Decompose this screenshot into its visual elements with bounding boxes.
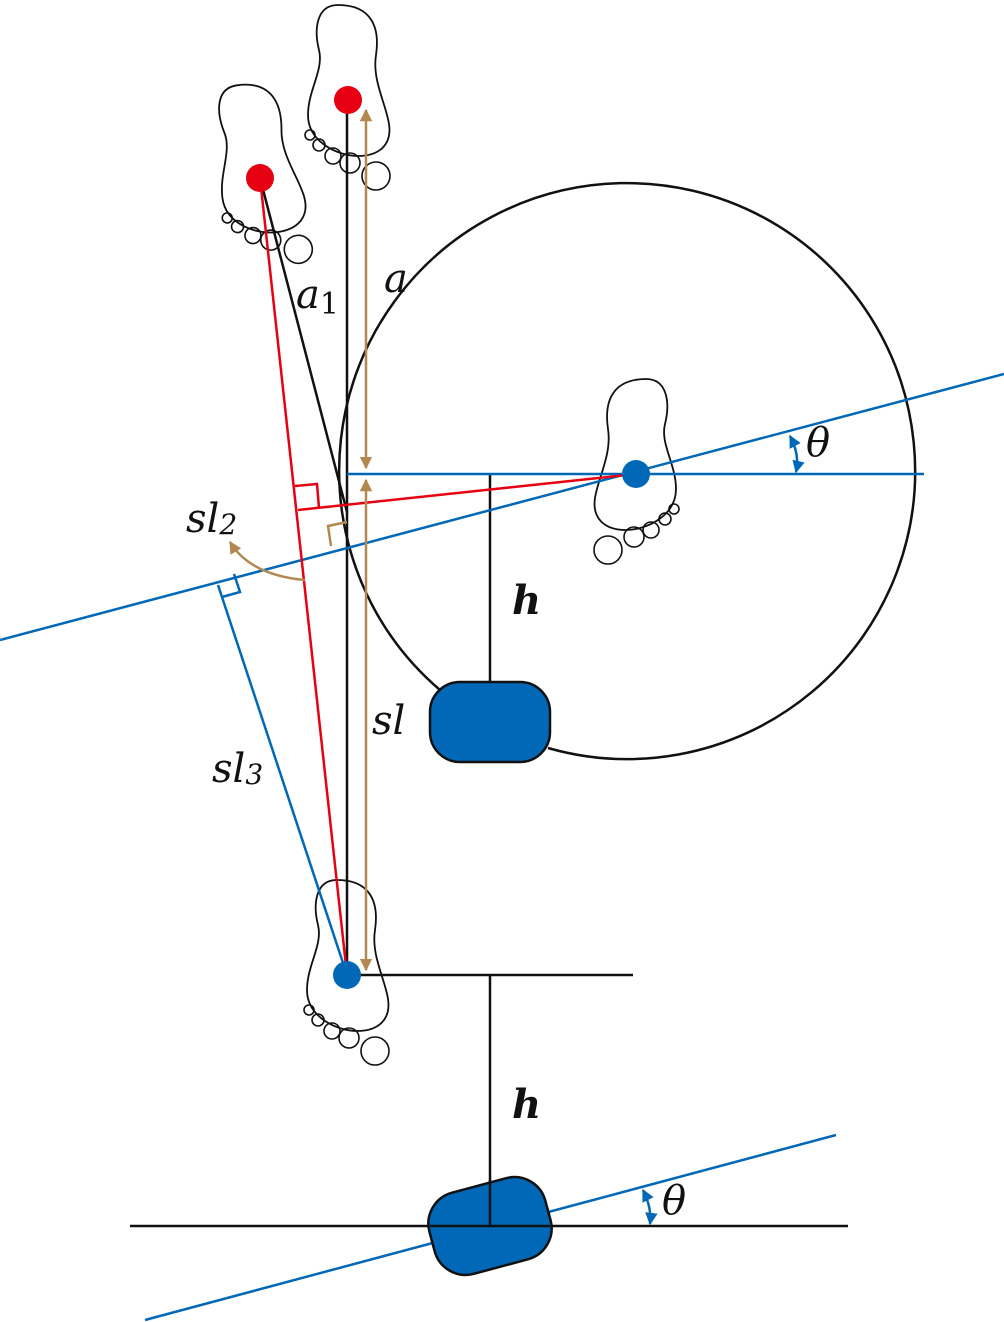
label-theta-bottom: θ — [662, 1178, 686, 1224]
label-sl3: sl3 — [212, 746, 263, 792]
foot-contact-dot-red — [334, 86, 362, 114]
right-angle-red — [294, 482, 321, 509]
theta-arrow-top — [788, 434, 805, 474]
perpendicular-red-line — [297, 472, 637, 512]
foot-contact-dot-blue — [622, 460, 650, 488]
sl2-pointer-arrow — [228, 540, 306, 582]
label-h-top: h — [512, 577, 541, 624]
robot-body-top — [428, 680, 552, 764]
label-h-bottom: h — [512, 1081, 541, 1128]
label-a: a — [384, 256, 408, 302]
heading-line — [0, 372, 1004, 642]
theta-arrow-bottom — [641, 1188, 658, 1226]
foot-contact-dot-red — [246, 164, 274, 192]
label-theta-top: θ — [806, 420, 830, 466]
reach-circle — [337, 181, 917, 761]
right-angle-blue — [221, 573, 242, 599]
label-sl2: sl2 — [186, 496, 237, 542]
right-angle-brown — [326, 520, 348, 547]
label-sl: sl — [372, 698, 405, 744]
label-a1: a1 — [296, 272, 339, 322]
foot-contact-dot-blue — [333, 961, 361, 989]
sl2-red-line — [258, 177, 349, 976]
a1-line — [258, 177, 349, 513]
sl3-line — [216, 584, 349, 976]
